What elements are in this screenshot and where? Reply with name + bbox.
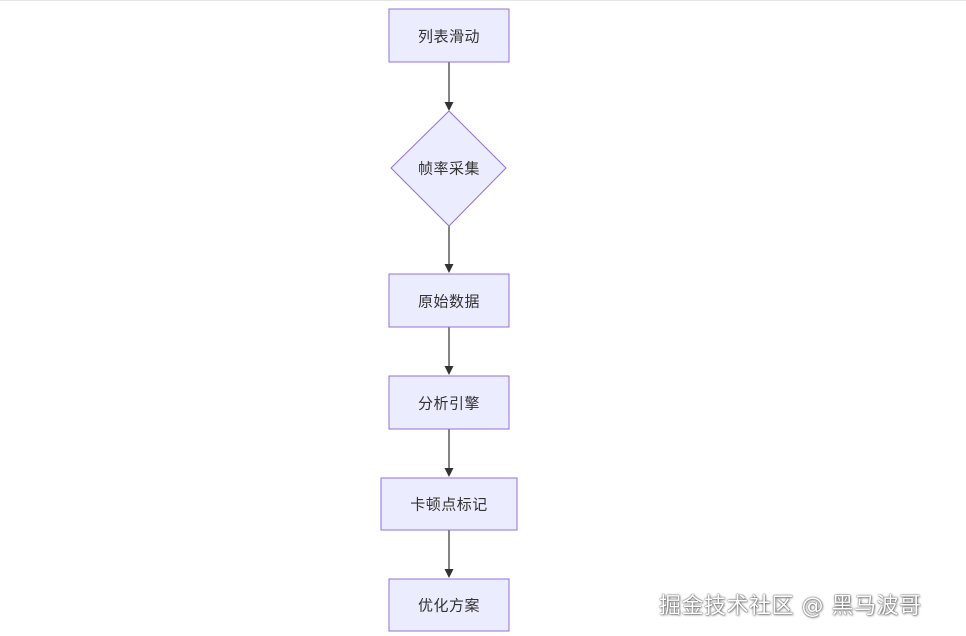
node-label-analysis-engine: 分析引擎: [417, 394, 481, 413]
node-label-jank-marker: 卡顿点标记: [410, 495, 488, 514]
node-label-raw-data: 原始数据: [417, 292, 481, 311]
node-label-list-scroll: 列表滑动: [417, 27, 481, 46]
watermark: 掘金技术社区 @ 黑马波哥: [659, 594, 922, 619]
node-label-optimization: 优化方案: [417, 596, 481, 615]
edge-n2-n3: [444, 226, 454, 273]
node-box-raw-data: [388, 273, 510, 328]
node-box-list-scroll: [388, 8, 510, 63]
edge-n4-n5: [444, 429, 454, 477]
node-label-frame-capture: 帧率采集: [417, 159, 481, 178]
node-box-jank-marker: [380, 477, 518, 531]
node-box-analysis-engine: [388, 375, 510, 430]
top-divider: [0, 0, 966, 1]
node-diamond-frame-capture: [390, 110, 507, 227]
edge-n3-n4: [444, 327, 454, 375]
edge-n5-n6: [444, 530, 454, 578]
node-box-optimization: [388, 578, 510, 632]
edge-n1-n2: [444, 62, 454, 111]
